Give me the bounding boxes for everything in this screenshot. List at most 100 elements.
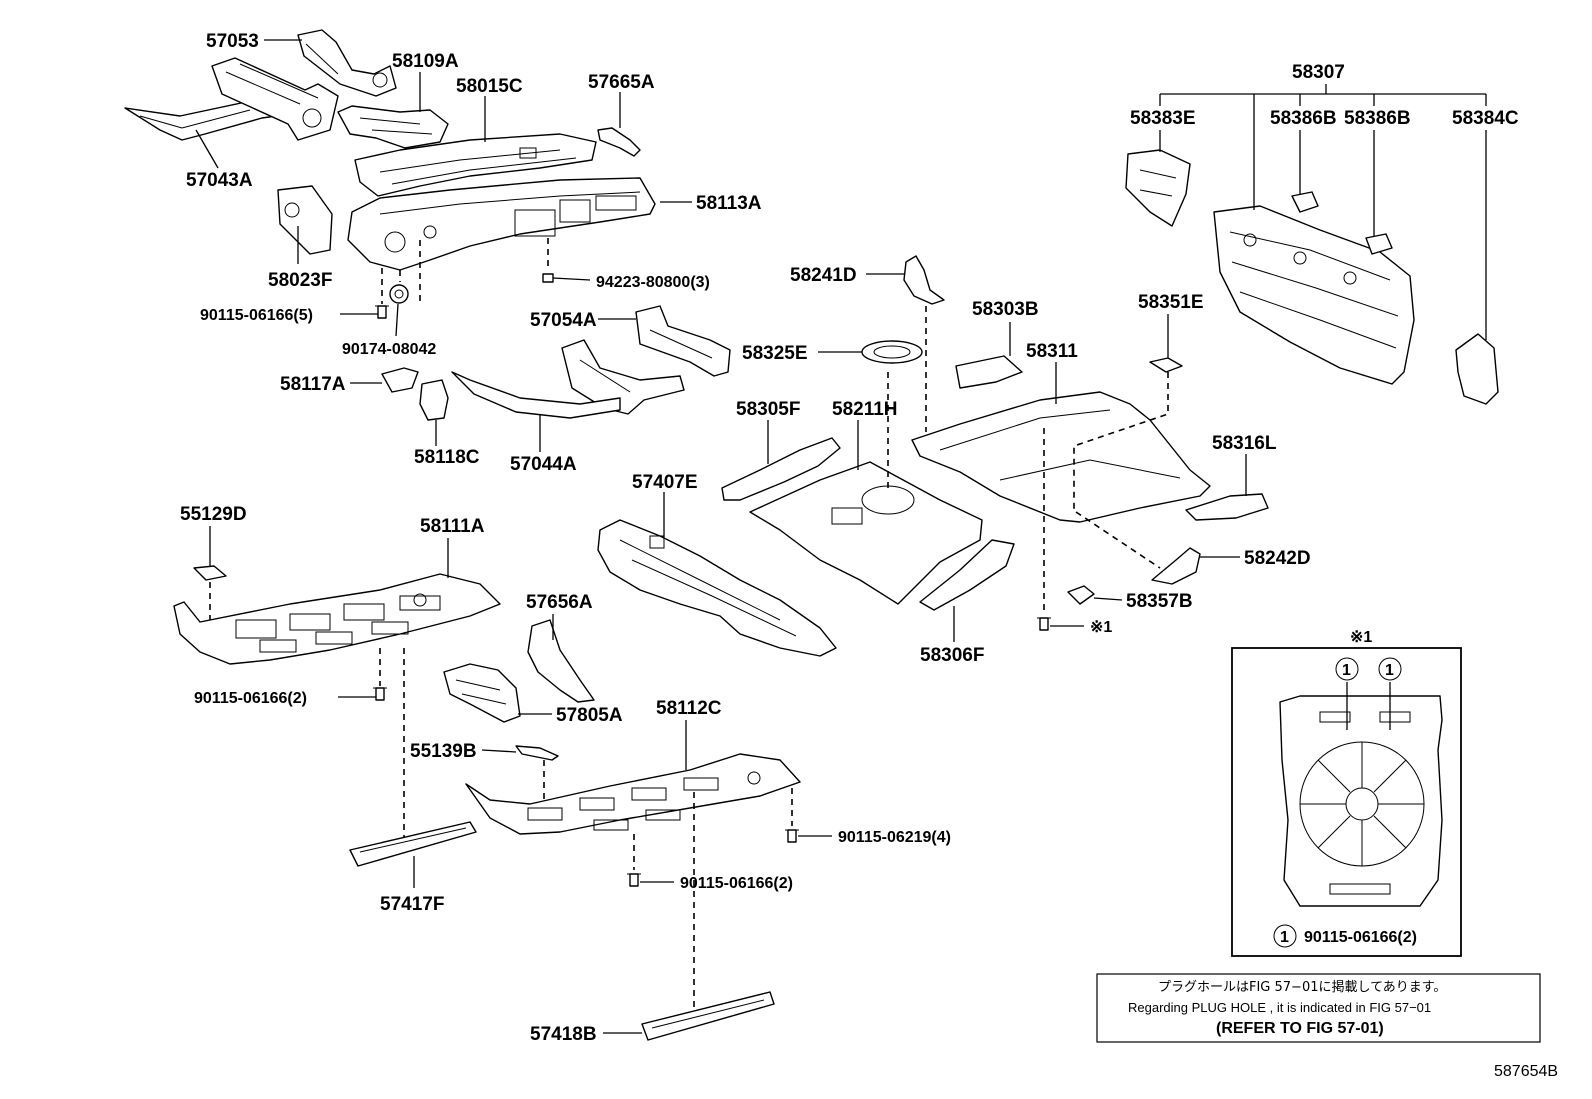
fastener-labels: 94223-80800(3) 90115-06166(5) 90174-0804… [194,274,1112,892]
note-box: プラグホールはFIG 57−01に掲載してあります。 Regarding PLU… [1096,973,1541,1043]
label-58241D: 58241D [790,265,857,286]
label-58113A: 58113A [696,193,762,214]
label-58306F: 58306F [920,645,984,666]
fastener-90115-06166-5-drawing [375,268,389,319]
label-58305F: 58305F [736,399,800,420]
part-57656A-drawing [527,619,595,703]
label-90115-06219-4: 90115-06219(4) [838,829,951,846]
label-58386B-b: 58386B [1344,108,1411,129]
label-58118C: 58118C [414,447,480,468]
part-58109A-drawing [337,105,449,149]
fastener-90115-06166-2b-drawing [627,834,641,887]
inset-legend-num: 1 [1280,929,1289,946]
label-58384C: 58384C [1452,108,1519,129]
label-57043A: 57043A [186,170,253,191]
fastener-90115-06166-2a-drawing [373,648,387,701]
label-55139B: 55139B [410,741,477,762]
label-58023F: 58023F [268,270,332,291]
label-57418B: 57418B [530,1024,597,1045]
part-57418B-drawing [641,792,775,1041]
part-57417F-drawing [349,648,477,867]
fastener-94223-80800-drawing [542,238,554,283]
part-58383E-drawing [1125,149,1191,227]
part-58015C-drawing [354,133,597,197]
part-58386B-b-drawing [1365,233,1393,255]
inset-detail-drawing [1231,647,1462,957]
part-58113A-drawing [347,177,656,271]
part-58306F-drawing [919,539,1015,611]
label-57044A: 57044A [510,454,577,475]
part-57053-drawing [211,29,397,141]
label-58383E: 58383E [1130,108,1196,129]
part-58325E-drawing [861,340,923,364]
note-english: Regarding PLUG HOLE , it is indicated in… [1128,1000,1431,1015]
part-58241D-drawing [903,255,945,432]
part-58118C-drawing [419,379,449,421]
label-58211H: 58211H [832,399,898,420]
label-58316L: 58316L [1212,433,1277,454]
part-57805A-drawing [443,663,521,723]
inset-legend-part: 90115-06166(2) [1304,929,1417,946]
part-58386B-a-drawing [1291,191,1319,213]
label-58357B: 58357B [1126,591,1193,612]
label-57656A: 57656A [526,592,593,613]
label-94223-80800: 94223-80800(3) [596,274,710,291]
label-58311: 58311 [1026,341,1078,362]
label-90115-06166-2a: 90115-06166(2) [194,690,307,707]
label-58111A: 58111A [420,516,485,537]
part-58023F-drawing [277,185,333,255]
part-58384C-drawing [1455,333,1499,405]
part-58111A-drawing [173,573,501,665]
label-57805A: 57805A [556,705,623,726]
part-57665A-drawing [597,127,641,157]
part-58303B-drawing [955,355,1023,389]
label-58325E: 58325E [742,343,808,364]
part-58357B-drawing [1067,585,1095,605]
label-58303B: 58303B [972,299,1039,320]
label-58117A: 58117A [280,374,346,395]
label-55129D: 55129D [180,504,247,525]
part-55139B-drawing [515,745,559,800]
label-90115-06166-5: 90115-06166(5) [200,307,313,324]
part-57044A-drawing [451,371,621,419]
inset-callout-b: 1 [1385,662,1394,679]
label-58242D: 58242D [1244,548,1311,569]
part-58112C-drawing [465,753,801,835]
label-57053: 57053 [206,31,259,52]
figure-id: 587654B [1494,1063,1558,1080]
part-labels: 57053 58109A 58015C 57665A 57043A 58113A… [180,31,1519,1045]
label-ref1: ※1 [1090,619,1112,636]
label-58015C: 58015C [456,76,523,97]
part-58307-drawing [1213,205,1415,385]
label-58112C: 58112C [656,698,722,719]
label-57417F: 57417F [380,894,444,915]
label-57665A: 57665A [588,72,655,93]
label-58307: 58307 [1292,62,1345,83]
label-58351E: 58351E [1138,292,1204,313]
part-57407E-drawing [597,519,837,657]
label-58386B-a: 58386B [1270,108,1337,129]
part-57054A-drawing [561,305,731,415]
part-58305F-drawing [721,437,841,501]
label-58109A: 58109A [392,51,459,72]
fastener-ref1-drawing [1037,617,1051,631]
label-90115-06166-2b: 90115-06166(2) [680,875,793,892]
part-58242D-drawing [1075,511,1201,585]
inset-callout-a: 1 [1342,662,1351,679]
note-japanese: プラグホールはFIG 57−01に掲載してあります。 [1158,979,1446,995]
note-reference: (REFER TO FIG 57-01) [1216,1020,1384,1037]
label-57054A: 57054A [530,310,597,331]
part-58311-drawing [911,391,1211,610]
part-58316L-drawing [1185,493,1269,521]
part-58351E-drawing [1073,357,1183,512]
inset-title: ※1 [1350,629,1372,646]
inset-labels: ※1 1 1 1 90115-06166(2) [1280,629,1417,946]
label-57407E: 57407E [632,472,698,493]
fastener-90115-06219-4-drawing [785,788,799,843]
part-58211H-drawing [749,372,983,605]
label-90174-08042: 90174-08042 [342,341,436,358]
leader-lines [195,39,1487,1034]
part-58117A-drawing [381,367,419,393]
fastener-90174-08042-drawing [389,240,421,304]
